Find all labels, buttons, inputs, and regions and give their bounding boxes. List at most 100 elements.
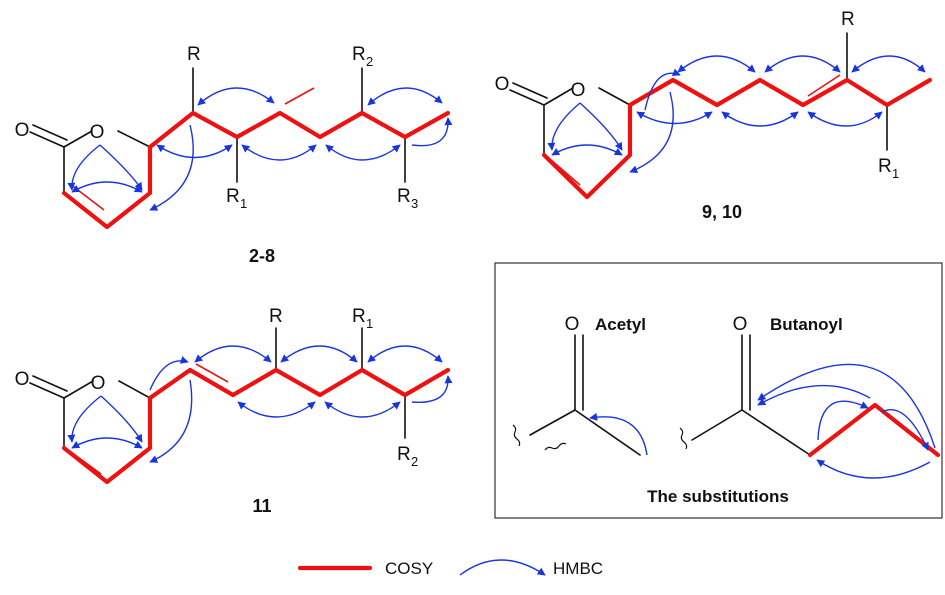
hmbc-arrow [197, 87, 275, 106]
hmbc-arrow [636, 111, 713, 125]
hmbc-arrow [881, 409, 929, 451]
hmbc-arrow [816, 459, 931, 479]
hmbc-arrow [71, 437, 143, 449]
atom-label-r3-subscript: 3 [411, 196, 418, 211]
hmbc-arrow [411, 375, 453, 403]
atom-label-r1-subscript: 1 [892, 166, 899, 181]
atom-label-r3: R [397, 186, 411, 207]
atom-label-r: R [269, 306, 283, 327]
atom-label-r2-subscript: 2 [366, 54, 373, 69]
ring-double-bond [70, 451, 102, 475]
hmbc-arrow [757, 384, 871, 406]
hmbc-arrow [367, 87, 443, 106]
hmbc-arrow [547, 102, 581, 151]
acetyl-label: Acetyl [595, 315, 646, 334]
compound-label-11: 11 [252, 496, 271, 516]
acetyl-methyl-bond [574, 409, 641, 456]
hmbc-arrow [721, 111, 799, 127]
atom-label-r: R [187, 44, 201, 65]
hmbc-arrow [149, 124, 194, 211]
hmbc-arrow [589, 412, 648, 456]
butanoyl-bond [691, 409, 743, 441]
ring-bond [117, 130, 151, 148]
hmbc-arrow [579, 102, 623, 151]
ring-bond [118, 380, 151, 399]
structure-compound-2-8: O O R R 1 R 2 R 3 2-8 [15, 44, 453, 266]
ring-bond [63, 130, 93, 148]
substitutions-box [494, 262, 943, 519]
carbonyl-bond-2 [32, 375, 68, 392]
butanoyl-oxygen: O [733, 314, 748, 335]
hmbc-arrow [851, 55, 926, 73]
ring-oxygen: O [571, 80, 586, 101]
compound-label-2-8: 2-8 [249, 246, 275, 266]
carbonyl-bond-2 [32, 124, 68, 141]
chain-double-bond [807, 74, 841, 97]
hmbc-arrow [807, 111, 883, 127]
hmbc-arrow [411, 117, 453, 147]
cosy-chain [61, 367, 451, 485]
hmbc-arrow [67, 395, 102, 443]
carbonyl-bond-2 [512, 82, 548, 99]
ring-oxygen: O [90, 122, 105, 143]
hmbc-arrow [149, 356, 189, 391]
ring-bond [63, 380, 94, 399]
acetyl-oxygen: O [565, 314, 580, 335]
atom-label-r1-subscript: 1 [366, 316, 373, 331]
hmbc-arrow [149, 379, 193, 463]
wavy-attachment [679, 427, 688, 450]
hmbc-arrow [817, 400, 869, 441]
hmbc-arrow [367, 345, 443, 363]
atom-label-r2-subscript: 2 [411, 454, 418, 469]
structure-compound-9-10: O O R R 1 9, 10 [495, 9, 933, 222]
hmbc-arrow [551, 144, 623, 156]
hmbc-arrow [194, 345, 272, 363]
atom-label-r2: R [352, 44, 366, 65]
wavy-attachment [512, 424, 521, 447]
atom-label-r2: R [397, 444, 411, 465]
carbonyl-oxygen: O [495, 74, 510, 95]
hmbc-arrow [280, 345, 358, 363]
chain-double-bond [284, 87, 315, 105]
butanoyl-alpha-bond [741, 409, 811, 456]
hmbc-arrow [156, 144, 233, 159]
ring-bond [543, 87, 574, 106]
wavy-attachment [544, 442, 567, 451]
hmbc-arrow [324, 401, 401, 418]
substitutions-panel: O Acetyl O Butanoyl The substitutions [494, 262, 943, 519]
substitutions-title: The substitutions [647, 487, 789, 506]
carbonyl-oxygen: O [15, 120, 30, 141]
hmbc-arrow [325, 144, 401, 161]
atom-label-r1: R [352, 306, 366, 327]
legend-hmbc-swatch [459, 559, 546, 576]
hmbc-arrow [644, 68, 681, 111]
hmbc-arrow [100, 395, 143, 443]
carbonyl-bond [29, 131, 65, 148]
cosy-chain [61, 110, 451, 230]
hmbc-arrow [241, 144, 317, 161]
ring-double-bond [69, 183, 105, 211]
hmbc-arrow [677, 55, 756, 73]
compound-label-9-10: 9, 10 [702, 202, 742, 222]
acetyl-bond [529, 409, 576, 436]
carbonyl-bond [509, 89, 545, 106]
atom-label-r1-subscript: 1 [240, 196, 247, 211]
ring-bond [598, 87, 631, 106]
structure-compound-11: O O R R 1 R 2 11 [15, 306, 453, 516]
carbonyl-bond [29, 382, 65, 399]
atom-label-r1: R [878, 156, 892, 177]
ring-double-bond [550, 159, 581, 186]
cosy-chain [541, 77, 933, 200]
butanoyl-label: Butanoyl [770, 315, 843, 334]
hmbc-arrow [757, 363, 936, 449]
hmbc-arrow [629, 91, 674, 174]
carbonyl-oxygen: O [15, 369, 30, 390]
chain-double-bond [195, 363, 229, 383]
legend: COSY HMBC [297, 559, 603, 578]
hmbc-arrow [71, 181, 143, 193]
legend-cosy-label: COSY [385, 559, 433, 578]
hmbc-arrow [764, 55, 841, 73]
hmbc-arrow [237, 401, 316, 418]
